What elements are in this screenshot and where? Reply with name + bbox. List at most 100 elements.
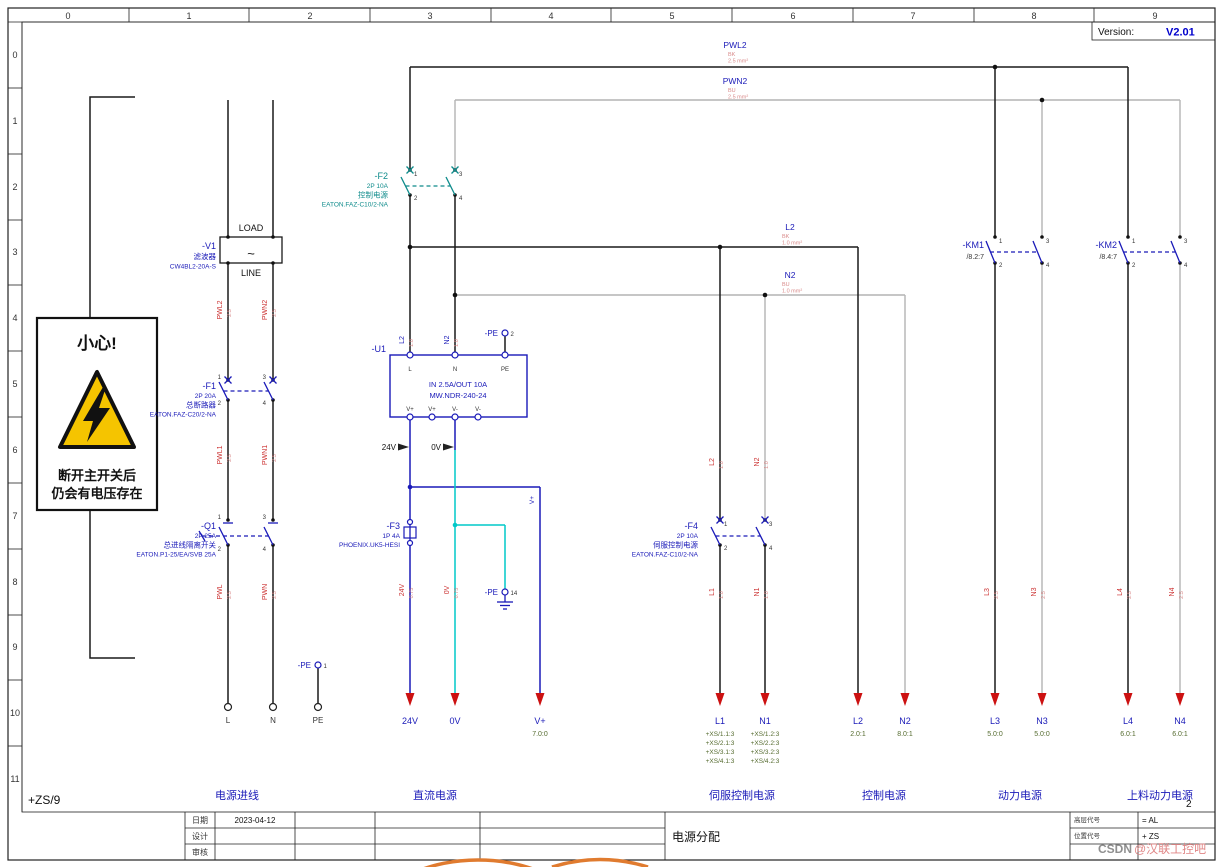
component-f4-breaker[interactable]: 1 2 3 4 -F4 2P 10A 伺服控制电源 EATON.FAZ-C10/… — [632, 516, 773, 559]
watermark-suffix: @汉联工控吧 — [1134, 842, 1206, 856]
q1-pin1: 1 — [218, 515, 222, 521]
arrow-n2-label[interactable]: N2 — [899, 716, 911, 726]
arrow-0v-label[interactable]: 0V — [449, 716, 460, 726]
arrow-l4-ref[interactable]: 6.0:1 — [1120, 731, 1136, 738]
arrow-l1-ref[interactable]: +XS/3.1:3 — [706, 749, 735, 756]
offpage-arrows[interactable]: 24V 0V V+ 7.0:0 L1 +XS/1.1:3 +XS/2.1:3 +… — [402, 693, 1188, 765]
arrow-n1-label[interactable]: N1 — [759, 716, 771, 726]
component-f2-breaker[interactable]: 1 2 3 4 -F2 2P 10A 控制电源 EATON.FAZ-C10/2-… — [322, 166, 463, 209]
arrow-l1-ref[interactable]: +XS/1.1:3 — [706, 731, 735, 738]
down-arrow-icon[interactable] — [535, 693, 545, 706]
warning-line2: 仍会有电压存在 — [50, 486, 142, 501]
ruler-row: 3 — [12, 247, 17, 257]
km1-xref[interactable]: /8.2:7 — [966, 254, 984, 261]
arrow-n1-ref[interactable]: +XS/1.2:3 — [751, 731, 780, 738]
arrow-l2-label[interactable]: L2 — [853, 716, 863, 726]
arrow-l1-label[interactable]: L1 — [715, 716, 725, 726]
potential-gauge: 1.0 — [764, 591, 770, 599]
pe14-num: 14 — [511, 591, 518, 597]
ruler-row: 2 — [12, 182, 17, 192]
warning-sign: 小心! 断开主开关后 仍会有电压存在 — [35, 316, 159, 512]
function-power: 动力电源 — [998, 788, 1042, 802]
wire-gauge: 2.5 mm² — [728, 59, 748, 65]
down-arrow-icon[interactable] — [900, 693, 910, 706]
function-feeder-power: 上料动力电源 — [1127, 788, 1193, 802]
version-value: V2.01 — [1166, 27, 1195, 39]
component-v1-filter[interactable]: LOAD ~ LINE -V1 滤波器 CW4BL2-20A-S — [170, 223, 283, 278]
watermark: CSDN @汉联工控吧 — [423, 842, 1206, 867]
down-arrow-icon[interactable] — [405, 693, 415, 706]
arrow-n3-label[interactable]: N3 — [1036, 716, 1048, 726]
f3-spec: 1P 4A — [382, 533, 400, 540]
arrow-n1-ref[interactable]: +XS/3.2:3 — [751, 749, 780, 756]
arrow-n3-ref[interactable]: 5.0:0 — [1034, 731, 1050, 738]
function-control: 控制电源 — [862, 788, 906, 802]
potential-l2-dc: L2 — [399, 336, 406, 344]
down-arrow-icon[interactable] — [1037, 693, 1047, 706]
q1-pin3: 3 — [263, 515, 267, 521]
page-number: 2 — [1186, 799, 1192, 810]
potential-gauge: 1.0 — [719, 591, 725, 599]
arrow-24v-label[interactable]: 24V — [402, 716, 418, 726]
down-arrow-icon[interactable] — [990, 693, 1000, 706]
component-km2-contactor[interactable]: 1 2 3 4 -KM2 /8.4:7 — [1095, 235, 1188, 269]
v1-line-label: LINE — [241, 268, 261, 278]
f1-desc: 总断路器 — [186, 400, 216, 410]
f1-part: EATON.FAZ-C20/2-NA — [150, 412, 217, 419]
u1-terminal-vminus2: V- — [475, 407, 481, 413]
km2-pin2: 2 — [1132, 263, 1136, 269]
wire-color: BK — [782, 234, 790, 240]
component-f3-fuse-terminal[interactable]: -F3 1P 4A PHOENIX.UK5-HESI — [339, 518, 417, 550]
q1-desc: 总进线隔离开关 — [164, 540, 217, 550]
arrow-n4-ref[interactable]: 6.0:1 — [1172, 731, 1188, 738]
f2-pin2: 2 — [414, 196, 418, 202]
u1-terminal-l: L — [408, 367, 412, 373]
q1-part: EATON.P1-25/EA/SVB 25A — [136, 552, 216, 559]
component-km1-contactor[interactable]: 1 2 3 4 -KM1 /8.2:7 — [962, 235, 1050, 269]
down-arrow-icon[interactable] — [715, 693, 725, 706]
down-arrow-icon[interactable] — [450, 693, 460, 706]
down-arrow-icon[interactable] — [760, 693, 770, 706]
arrow-n2-ref[interactable]: 8.0:1 — [897, 731, 913, 738]
arrow-n1-ref[interactable]: +XS/2.2:3 — [751, 740, 780, 747]
pe-markers: -PE 2 -PE 14 -PE 1 — [298, 329, 518, 670]
ruler-row: 9 — [12, 642, 17, 652]
arrow-vplus-label[interactable]: V+ — [534, 716, 545, 726]
bus-label-l2: L2 — [785, 222, 795, 232]
component-q1-disconnect-switch[interactable]: 1 2 3 4 -Q1 2P 25A 总进线隔离开关 EATON.P1-25/E… — [136, 515, 278, 559]
arrow-l1-ref[interactable]: +XS/2.1:3 — [706, 740, 735, 747]
ruler-row: 1 — [12, 116, 17, 126]
marker-24v: 24V — [382, 443, 397, 452]
down-arrow-icon[interactable] — [853, 693, 863, 706]
arrow-l4-label[interactable]: L4 — [1123, 716, 1133, 726]
f4-pin3: 3 — [769, 522, 773, 528]
wire-gauge: 1.0 mm² — [782, 241, 802, 247]
arrow-l1-ref[interactable]: +XS/4.1:3 — [706, 758, 735, 765]
km1-pin4: 4 — [1046, 263, 1050, 269]
potential-l3: L3 — [984, 588, 991, 596]
wire-color: BU — [782, 282, 790, 288]
arrow-n1-ref[interactable]: +XS/4.2:3 — [751, 758, 780, 765]
arrow-n4-label[interactable]: N4 — [1174, 716, 1186, 726]
potential-gauge: 2.5 — [227, 309, 233, 317]
down-arrow-icon[interactable] — [1175, 693, 1185, 706]
component-u1-power-supply[interactable]: L N PE IN 2.5A/OUT 10A MW.NDR-240-24 V+ … — [371, 344, 528, 421]
u1-tag: -U1 — [371, 344, 386, 354]
ruler-row: 7 — [12, 511, 17, 521]
potential-pwn2: PWN2 — [262, 300, 269, 320]
ruler-row: 4 — [12, 313, 17, 323]
ruler-col: 7 — [910, 11, 915, 21]
down-arrow-icon[interactable] — [1123, 693, 1133, 706]
arrow-vplus-ref[interactable]: 7.0:0 — [532, 731, 548, 738]
km2-xref[interactable]: /8.4:7 — [1099, 254, 1117, 261]
potential-pwl: PWL — [217, 584, 224, 599]
potential-n2-srv: N2 — [754, 457, 761, 466]
titleblock-date-value: 2023-04-12 — [235, 816, 276, 825]
q1-pin4: 4 — [263, 547, 267, 553]
f3-part: PHOENIX.UK5-HESI — [339, 542, 400, 549]
component-f1-breaker[interactable]: 1 2 3 4 -F1 2P 20A 总断路器 EATON.FAZ-C20/2-… — [150, 375, 277, 419]
arrow-l3-label[interactable]: L3 — [990, 716, 1000, 726]
junction-dots — [407, 64, 1045, 528]
arrow-l2-ref[interactable]: 2.0:1 — [850, 731, 866, 738]
arrow-l3-ref[interactable]: 5.0:0 — [987, 731, 1003, 738]
